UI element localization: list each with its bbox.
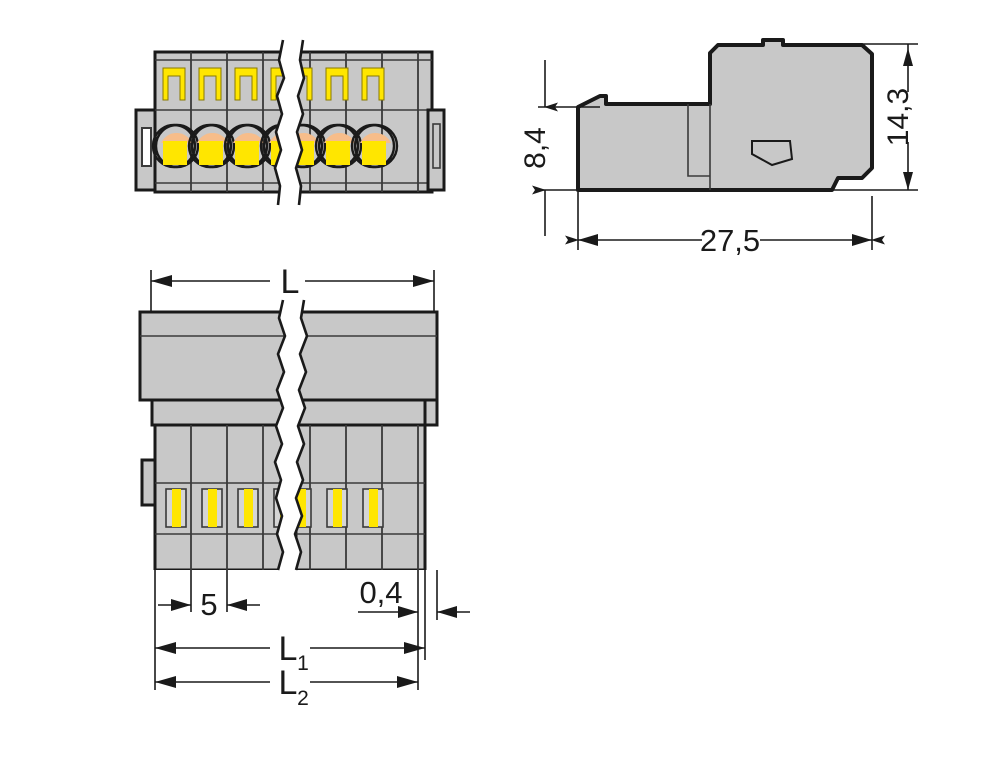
side-latch-window <box>751 140 794 167</box>
front-right-flange <box>426 108 446 192</box>
front-pole <box>350 67 399 169</box>
bottom-break-line-right <box>293 299 309 571</box>
dimension-L1: L 1 <box>155 630 425 675</box>
side-internal-notch <box>687 104 710 177</box>
front-view <box>134 39 446 206</box>
bottom-pole-block-right <box>295 423 427 570</box>
bottom-pin <box>362 488 384 528</box>
dimension-27-5-label: 27,5 <box>700 223 760 258</box>
dimension-L2-subscript: 2 <box>297 687 309 710</box>
bottom-upper-block-right <box>295 310 439 402</box>
dimension-L2-label: L <box>279 664 298 702</box>
bottom-break-line-left <box>273 299 287 571</box>
dimension-14-3: 14,3 <box>832 43 918 191</box>
dimension-0-4: 0,4 <box>358 575 470 618</box>
front-view-left-half <box>134 50 284 194</box>
bottom-upper-block-left <box>138 310 285 402</box>
front-pole <box>187 67 236 169</box>
front-pole <box>223 67 272 169</box>
dimension-L-label: L <box>281 263 300 301</box>
dimension-27-5: 27,5 <box>565 192 885 258</box>
side-body-profile <box>576 38 874 192</box>
bottom-pin <box>201 488 223 528</box>
dimension-L1-subscript: 1 <box>297 652 309 675</box>
front-pole <box>151 67 200 169</box>
bottom-pin <box>165 488 187 528</box>
dimension-14-3-label: 14,3 <box>882 88 915 146</box>
dimension-L1-label: L <box>279 630 298 668</box>
dimension-L: L <box>150 263 435 318</box>
bottom-view-right-half <box>295 310 439 570</box>
bottom-pin <box>237 488 259 528</box>
dimension-8-4: 8,4 <box>519 60 600 236</box>
bottom-view: L <box>138 263 470 710</box>
front-pole <box>296 67 327 169</box>
bottom-step-band-left <box>150 398 285 427</box>
dimension-5-label: 5 <box>200 587 217 622</box>
front-break-line-left <box>273 39 286 206</box>
side-view: 8,4 14,3 27,5 <box>519 38 918 258</box>
bottom-view-left-half <box>138 310 285 570</box>
dimension-5: 5 <box>158 587 260 622</box>
front-break-line-right <box>294 39 306 206</box>
dimension-L2: L 2 <box>155 664 418 710</box>
front-view-right-half <box>296 50 446 194</box>
dimension-0-4-label: 0,4 <box>359 575 402 610</box>
bottom-step-band-right <box>295 398 430 427</box>
front-pole <box>314 67 363 169</box>
bottom-right-tab <box>423 398 439 427</box>
dimension-8-4-label: 8,4 <box>519 127 552 169</box>
bottom-pin <box>326 488 348 528</box>
bottom-left-tab <box>140 458 157 507</box>
